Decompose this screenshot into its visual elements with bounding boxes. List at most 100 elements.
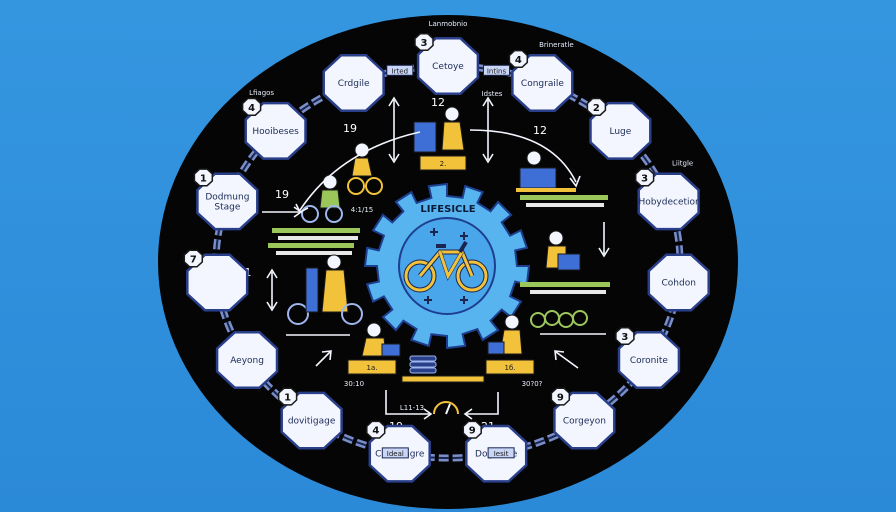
label-range-bottom-right: 30?0? (522, 380, 543, 388)
chain-plate (483, 64, 510, 76)
stage-node[interactable]: Crdgile (322, 53, 385, 112)
node-label: Dodmung (205, 192, 249, 202)
node-badge (462, 420, 482, 439)
chain-plate-label: Ideal (387, 450, 404, 458)
node-label: Cohdon (661, 279, 695, 289)
stage-node[interactable]: Corgeyon 9 (550, 387, 616, 450)
stage-node[interactable]: Cetoye 3 Lanmobnio (414, 20, 480, 95)
node-shape (186, 253, 249, 312)
node-label: Crdgile (338, 79, 370, 89)
node-badge-number: 4 (515, 55, 522, 66)
node-badge-number: 9 (557, 393, 564, 404)
stage-node[interactable]: dovitigage 1 (277, 387, 343, 450)
node-side-label: Liitgle (672, 159, 693, 167)
node-badge (550, 387, 571, 406)
stage-node[interactable]: Cohdon (647, 253, 710, 312)
stage-node[interactable]: Hooibeses 4 Lfiagos (241, 89, 307, 160)
label-range-bottom: 30:10 (344, 380, 364, 388)
node-shape (322, 53, 385, 112)
figure-laptop-bottom-left (361, 322, 401, 357)
node-top-label: Lanmobnio (429, 20, 468, 28)
stage-node[interactable]: 7 (183, 249, 249, 312)
chain-plate (381, 447, 409, 459)
figure-worker-top (413, 106, 465, 153)
label-12-top: 12 (431, 96, 445, 109)
node-label: Cetoye (432, 62, 464, 72)
gauge-icon (433, 401, 459, 415)
wheel-pile-icon (530, 310, 588, 328)
stage-node[interactable]: Coronite 3 (615, 326, 681, 389)
node-shape (416, 37, 480, 95)
node-shape (215, 331, 279, 389)
node-badge-number: 3 (421, 38, 428, 49)
plate-left-label: 1a. (367, 364, 378, 372)
chain-plate-label: Irted (392, 67, 408, 75)
node-shape (244, 101, 307, 160)
node-badge-number: 2 (593, 103, 600, 114)
node-badge (183, 249, 204, 268)
figure-laptop-bottom-right (487, 314, 523, 355)
label-19-upper: 19 (343, 122, 357, 135)
plate-top (419, 155, 467, 171)
label-19-left: 19 (275, 188, 289, 201)
node-label: Coronite (630, 356, 669, 366)
node-badge (615, 326, 635, 346)
node-badge (366, 420, 386, 439)
node-label: Stage (214, 202, 240, 212)
figure-laptop-right (516, 150, 576, 192)
plate-left (347, 359, 397, 375)
base-bar (401, 375, 485, 383)
node-shape (553, 391, 616, 450)
node-label: Luge (609, 127, 631, 137)
node-badge (508, 49, 529, 69)
sparkle-icon (424, 228, 468, 304)
node-badge-number: 4 (248, 103, 255, 114)
node-shape (511, 53, 574, 112)
node-shape (589, 101, 652, 160)
stage-node[interactable]: Aeyong (215, 331, 279, 389)
label-desks: Idstes (482, 90, 503, 98)
node-badge-number: 3 (641, 173, 648, 184)
node-label: Hooibeses (252, 127, 299, 137)
chain-plate (487, 447, 515, 459)
chain-plate (386, 64, 414, 76)
node-badge (586, 97, 607, 116)
node-badge (277, 387, 298, 406)
node-side-label: Lfiagos (249, 89, 274, 97)
stage-node[interactable]: Luge 2 (586, 97, 652, 160)
node-badge-number: 1 (200, 173, 207, 184)
figure-standing-left (287, 254, 363, 325)
node-badge (193, 168, 214, 187)
node-shape (617, 331, 681, 389)
stripe-stack-left (268, 228, 360, 255)
node-badge (414, 32, 434, 52)
node-label: dovitigage (288, 417, 336, 427)
figure-cyclist-left (301, 174, 343, 223)
label-range-left: 4:1/15 (351, 206, 374, 214)
label-12-right: 12 (533, 124, 547, 137)
coin-stack-icon (409, 355, 437, 374)
node-badge-number: 9 (469, 426, 476, 437)
node-side-label: Brineratle (539, 41, 574, 49)
figure-laptop-mid-right (545, 230, 581, 271)
stripe-stack-right (520, 195, 610, 294)
node-badge (634, 168, 655, 187)
node-shape (280, 391, 343, 450)
node-badge-number: 3 (621, 332, 628, 343)
chain-plate-label: Iesit (494, 450, 509, 458)
bicycle-icon (403, 240, 489, 293)
node-label: Aeyong (230, 356, 264, 366)
node-label: Corgeyon (563, 417, 606, 427)
node-badge (241, 97, 262, 116)
inner-illustrations: 2. 1a. 1б. (262, 96, 610, 420)
label-range-bottom-left: L11-13 (400, 404, 424, 412)
arrows (262, 96, 610, 420)
figure-cyclist-top (347, 142, 383, 195)
node-badge-number: 1 (284, 393, 291, 404)
